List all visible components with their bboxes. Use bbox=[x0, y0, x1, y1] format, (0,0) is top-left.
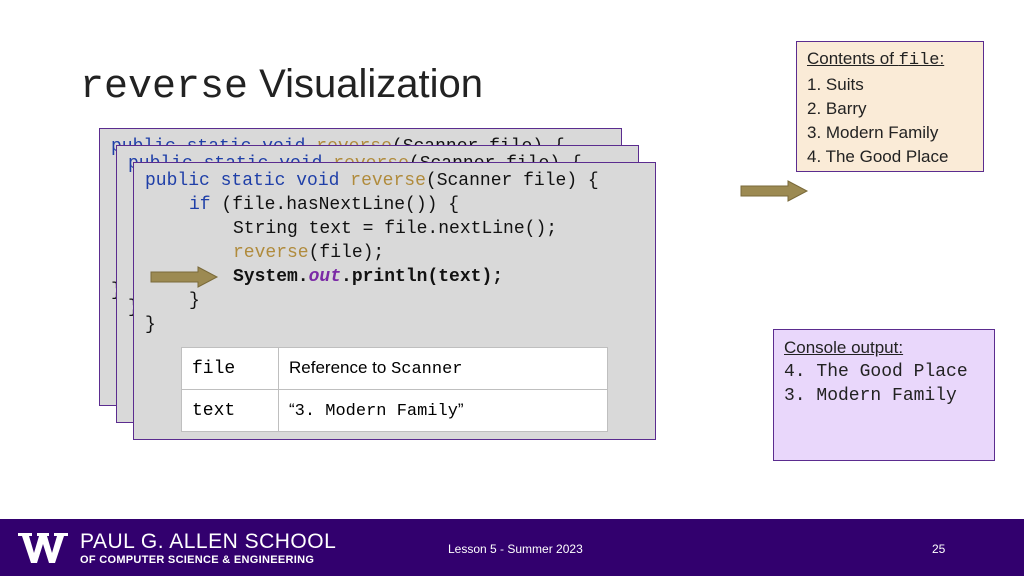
uw-logo-icon bbox=[18, 533, 68, 563]
var-value-file: Reference to Scanner bbox=[278, 347, 608, 390]
execution-pointer-arrow-icon bbox=[150, 266, 219, 288]
var-value-text: “3. Modern Family” bbox=[278, 389, 608, 432]
code-line-5-current: System.out.println(text); bbox=[233, 267, 504, 287]
stack-frame-3: public static void reverse(Scanner file)… bbox=[133, 162, 656, 440]
table-row: file Reference to Scanner bbox=[181, 347, 608, 390]
list-item: 4. The Good Place bbox=[807, 147, 949, 166]
lesson-label: Lesson 5 - Summer 2023 bbox=[448, 542, 583, 556]
code-line-7: } bbox=[145, 315, 156, 335]
code-line-3: String text = file.nextLine(); bbox=[233, 219, 558, 239]
title-text: Visualization bbox=[248, 62, 483, 106]
console-output-box: Console output: 4. The Good Place 3. Mod… bbox=[773, 329, 995, 461]
file-contents-heading: Contents of file: bbox=[807, 49, 945, 70]
var-name-text: text bbox=[181, 389, 279, 432]
file-contents-box: Contents of file: 1. Suits 2. Barry 3. M… bbox=[796, 41, 984, 172]
console-output-heading: Console output: bbox=[784, 338, 904, 357]
table-row: text “3. Modern Family” bbox=[181, 389, 608, 432]
file-read-pointer-arrow-icon bbox=[740, 180, 809, 202]
console-line: 3. Modern Family bbox=[784, 386, 957, 406]
code-line-1: public static void reverse(Scanner file)… bbox=[145, 171, 599, 191]
variables-table: file Reference to Scanner text “3. Moder… bbox=[181, 347, 608, 432]
school-name: PAUL G. ALLEN SCHOOL bbox=[80, 530, 337, 553]
page-number: 25 bbox=[932, 542, 946, 556]
code-line-2: if (file.hasNextLine()) { bbox=[189, 195, 460, 215]
list-item: 1. Suits bbox=[807, 75, 864, 94]
console-line: 4. The Good Place bbox=[784, 362, 968, 382]
var-name-file: file bbox=[181, 347, 279, 390]
list-item: 2. Barry bbox=[807, 99, 867, 118]
code-line-6: } bbox=[189, 291, 200, 311]
school-subtitle: OF COMPUTER SCIENCE & ENGINEERING bbox=[80, 554, 315, 566]
code-line-4: reverse(file); bbox=[233, 243, 385, 263]
title-code-word: reverse bbox=[80, 65, 249, 110]
list-item: 3. Modern Family bbox=[807, 123, 939, 142]
slide-title: reverse Visualization bbox=[80, 62, 483, 110]
footer-bar: PAUL G. ALLEN SCHOOL OF COMPUTER SCIENCE… bbox=[0, 519, 1024, 576]
